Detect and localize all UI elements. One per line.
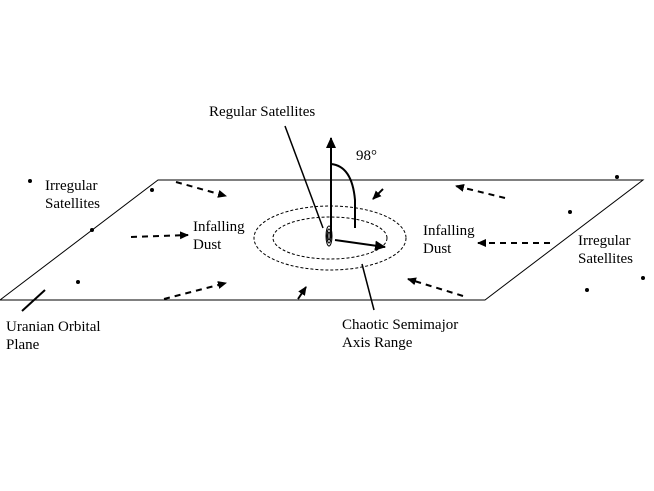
regular-satellites-leader — [284, 125, 324, 229]
chaotic-leader — [361, 263, 375, 311]
irregular-satellites-right-label: Irregular Satellites — [578, 233, 633, 267]
angle-label: 98° — [356, 148, 377, 164]
irregular-satellites-left-label: Irregular Satellites — [45, 178, 100, 212]
chaotic-semimajor-label: Chaotic Semimajor Axis Range — [342, 317, 459, 351]
inflow-arrow-low-right — [407, 277, 464, 297]
angle-pointer-arrow — [372, 188, 384, 200]
regular-satellites-label: Regular Satellites — [209, 104, 316, 120]
uranian-orbital-plane-label: Uranian Orbital Plane — [6, 319, 101, 353]
satellite-dot — [641, 276, 645, 280]
angle-arc — [330, 163, 356, 228]
irregular-satellite-dots — [28, 175, 645, 292]
infalling-dust-left-label: Infalling Dust — [193, 219, 245, 253]
satellite-dot — [76, 280, 80, 284]
satellite-dot — [150, 188, 154, 192]
satellite-dot — [615, 175, 619, 179]
dust-inflow-arrows — [130, 181, 550, 300]
orbital-plane — [0, 179, 645, 301]
inflow-arrow-top-right — [455, 184, 506, 199]
inflow-arrow-mid-left — [130, 231, 189, 240]
satellite-dot — [585, 288, 589, 292]
inflow-arrow-low-left — [163, 281, 227, 300]
chaotic-range-inner-ellipse — [272, 216, 388, 260]
satellite-dot — [90, 228, 94, 232]
lower-pointer-arrow — [297, 286, 307, 300]
chaotic-range-outer-ellipse — [253, 205, 407, 271]
orbital-plane-leader — [21, 289, 46, 312]
inflow-arrow-top-left — [175, 181, 227, 198]
infalling-dust-right-label: Infalling Dust — [423, 223, 475, 257]
satellite-dot — [568, 210, 572, 214]
satellite-dot — [28, 179, 32, 183]
equator-axis-arrow — [334, 239, 386, 251]
